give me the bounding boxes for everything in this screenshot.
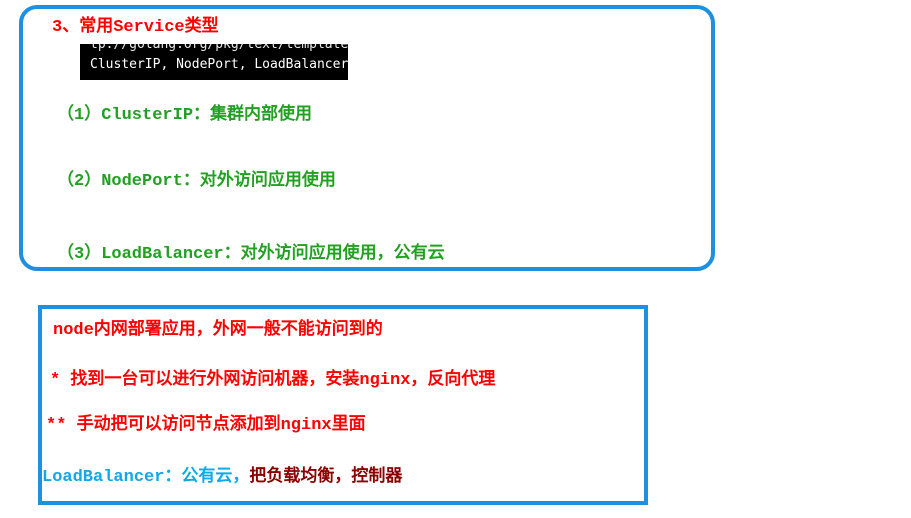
terminal-snippet: tp://golang.org/pkg/text/template/#p Clu… <box>80 44 348 80</box>
terminal-line-cut: tp://golang.org/pkg/text/template/#p <box>90 44 348 52</box>
terminal-line-main: ClusterIP, NodePort, LoadBalancer, <box>90 57 348 72</box>
note-line-3: ** 手动把可以访问节点添加到nginx里面 <box>46 416 366 435</box>
note-line-4-prefix: LoadBalancer：公有云， <box>42 468 250 487</box>
notes-box <box>38 305 648 505</box>
note-line-2: * 找到一台可以进行外网访问机器，安装nginx，反向代理 <box>50 371 496 390</box>
service-types-box <box>19 5 715 271</box>
note-line-1: node内网部署应用，外网一般不能访问到的 <box>53 321 383 340</box>
type-loadbalancer: （3）LoadBalancer：对外访问应用使用，公有云 <box>57 245 445 264</box>
note-line-4-suffix: 把负载均衡，控制器 <box>249 468 403 487</box>
section-title: 3、常用Service类型 <box>52 18 219 37</box>
type-nodeport: （2）NodePort：对外访问应用使用 <box>57 172 336 191</box>
type-clusterip: （1）ClusterIP：集群内部使用 <box>57 106 313 125</box>
note-line-4: LoadBalancer：公有云，把负载均衡，控制器 <box>42 467 402 489</box>
